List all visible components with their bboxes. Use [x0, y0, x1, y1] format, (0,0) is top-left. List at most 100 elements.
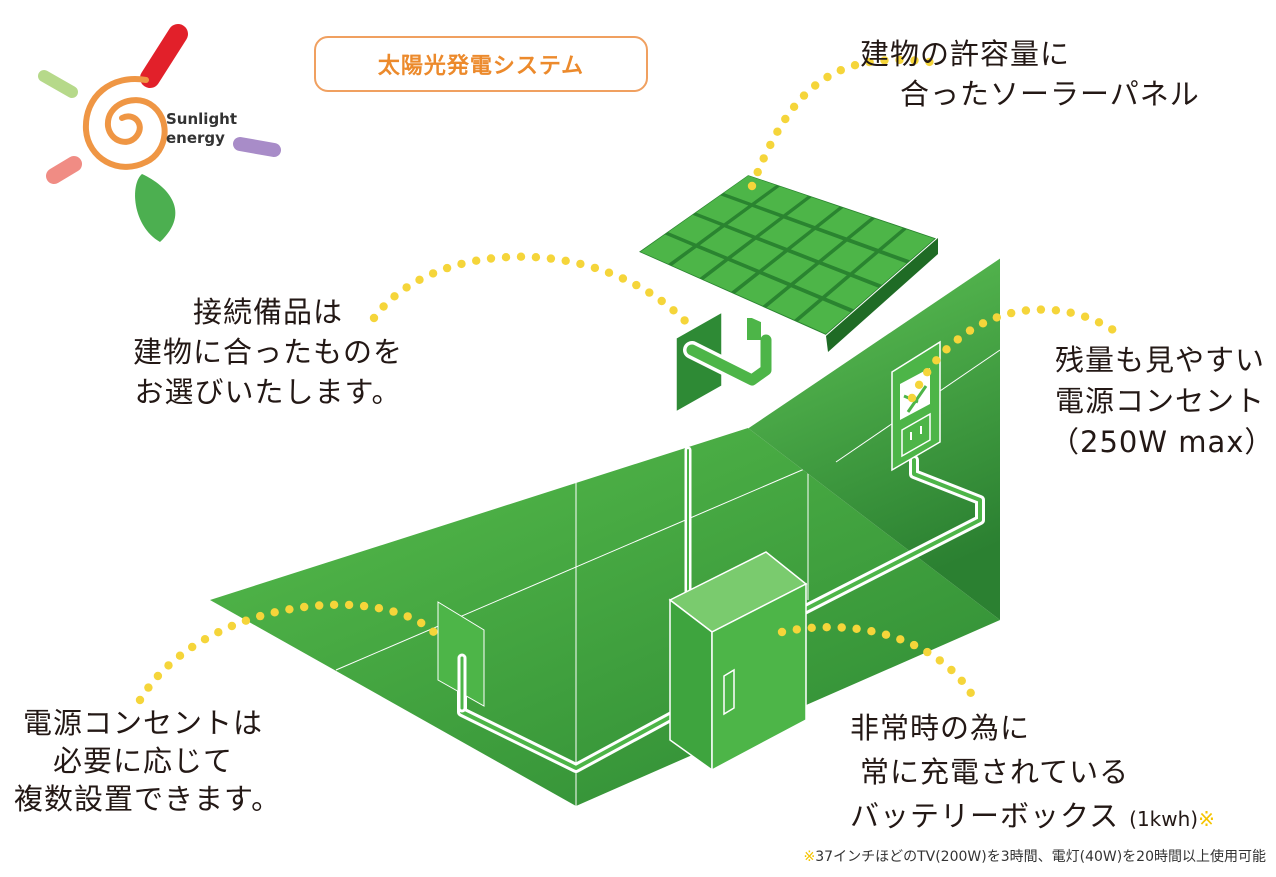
- label-line: 残量も見やすい: [1054, 343, 1265, 377]
- leader-dot: [285, 605, 294, 614]
- leader-dot: [429, 627, 438, 636]
- leader-dot: [379, 302, 388, 311]
- leader-dot: [531, 253, 541, 262]
- leader-dot: [811, 81, 820, 90]
- page-title: 太陽光発電システム: [314, 36, 648, 92]
- note-mark: ※: [1198, 807, 1215, 831]
- leader-dot: [472, 256, 481, 265]
- outlets-label: 電源コンセントは 必要に応じて 複数設置できます。: [14, 704, 280, 818]
- leader-dot: [645, 288, 654, 297]
- leader-dot: [923, 368, 932, 377]
- solar-cell: [762, 252, 816, 283]
- leader-dot: [415, 275, 424, 284]
- leader-dot: [632, 280, 641, 290]
- solar-cell: [735, 274, 788, 306]
- solar-cell: [755, 186, 808, 215]
- leader-dot: [680, 316, 689, 325]
- leader-dot: [516, 252, 526, 261]
- leader-dot: [428, 269, 438, 278]
- solar-cell: [766, 287, 819, 320]
- label-line: 合ったソーラーパネル: [900, 77, 1200, 111]
- leader-dot: [300, 602, 309, 612]
- fittings-label: 接続備品は 建物に合ったものを お選びいたします。: [120, 292, 416, 412]
- label-line: 建物の許容量に: [860, 37, 1071, 71]
- leader-dot: [909, 640, 919, 650]
- leader-dot: [932, 356, 941, 365]
- connection-fitting: [675, 310, 775, 414]
- leader-dot: [1021, 306, 1031, 315]
- meter-outlet-label: 残量も見やすい 電源コンセント （250W max）: [1050, 340, 1273, 463]
- leader-dot: [200, 635, 210, 644]
- leader-dot: [329, 600, 339, 609]
- leader-dot: [417, 618, 426, 628]
- footnote: ※37インチほどのTV(200W)を3時間、電灯(40W)を20時間以上使用可能: [804, 846, 1266, 866]
- solar-cell: [818, 208, 872, 238]
- leader-dot: [881, 630, 891, 639]
- leader-dot: [935, 656, 944, 665]
- leader-dot: [759, 154, 768, 163]
- leader-dot: [256, 611, 265, 621]
- leader-dot: [227, 621, 237, 631]
- solar-cell: [696, 195, 749, 224]
- leader-dot: [914, 380, 924, 389]
- leader-dot: [792, 625, 801, 634]
- leader-dot: [799, 91, 809, 100]
- leader-dot: [978, 319, 988, 328]
- leader-dot: [923, 647, 932, 657]
- leader-dot: [953, 335, 962, 344]
- solar-cell: [794, 264, 847, 297]
- floor: [210, 428, 1000, 806]
- leader-dot: [403, 612, 412, 621]
- solar-cell: [790, 230, 844, 261]
- leader-dot: [773, 127, 782, 136]
- leader-dot: [837, 623, 846, 632]
- leader-dot: [657, 296, 666, 306]
- leader-dot: [965, 326, 975, 335]
- label-line: 非常時の為に: [850, 711, 1031, 745]
- leader-dot: [135, 695, 145, 705]
- label-line: 建物に合ったものを: [132, 335, 403, 369]
- solar-cell: [703, 260, 756, 292]
- leader-dot: [576, 259, 585, 269]
- leader-dot: [895, 55, 904, 65]
- solar-cell: [672, 247, 725, 278]
- leader-dot: [747, 181, 757, 191]
- leader-dot: [389, 607, 398, 616]
- sunlight-logo-icon: [38, 24, 281, 242]
- logo-text: Sunlight energy: [166, 110, 237, 148]
- battery-capacity: (1kwh): [1129, 807, 1199, 831]
- leader-dot: [1007, 308, 1016, 318]
- leader-dot: [359, 601, 369, 611]
- solar-cell: [798, 300, 851, 334]
- solar-cell: [854, 253, 907, 285]
- leader-dot: [807, 623, 816, 632]
- leader-dot: [910, 56, 919, 65]
- leader-dot: [852, 624, 861, 633]
- leader-dot: [789, 102, 799, 112]
- leader-dot: [561, 256, 570, 265]
- leader-dot: [618, 274, 628, 283]
- solar-cell: [822, 241, 875, 273]
- leader-dot: [925, 57, 934, 67]
- leader-dot: [1051, 306, 1061, 315]
- label-line: 常に充電されている: [860, 755, 1130, 789]
- leader-dot: [486, 254, 496, 263]
- solar-cell: [787, 197, 840, 226]
- leader-dot: [753, 167, 762, 177]
- label-line: バッテリーボックス(1kwh)※: [850, 794, 1215, 841]
- leader-dot: [957, 676, 966, 685]
- leader-dot: [144, 683, 153, 692]
- solar-cell: [699, 227, 753, 257]
- leader-dot: [442, 263, 452, 273]
- solar-cell: [882, 229, 935, 261]
- label-line: 電源コンセントは: [22, 706, 263, 740]
- leader-dot: [781, 114, 790, 124]
- solar-cell: [668, 214, 721, 244]
- leader-dot: [777, 627, 787, 637]
- battery-label: 非常時の為に 常に充電されている バッテリーボックス(1kwh)※: [850, 706, 1215, 841]
- leader-dot: [369, 313, 379, 323]
- leader-dot: [966, 688, 975, 697]
- solar-cell: [759, 218, 812, 248]
- leader-dot: [546, 254, 556, 263]
